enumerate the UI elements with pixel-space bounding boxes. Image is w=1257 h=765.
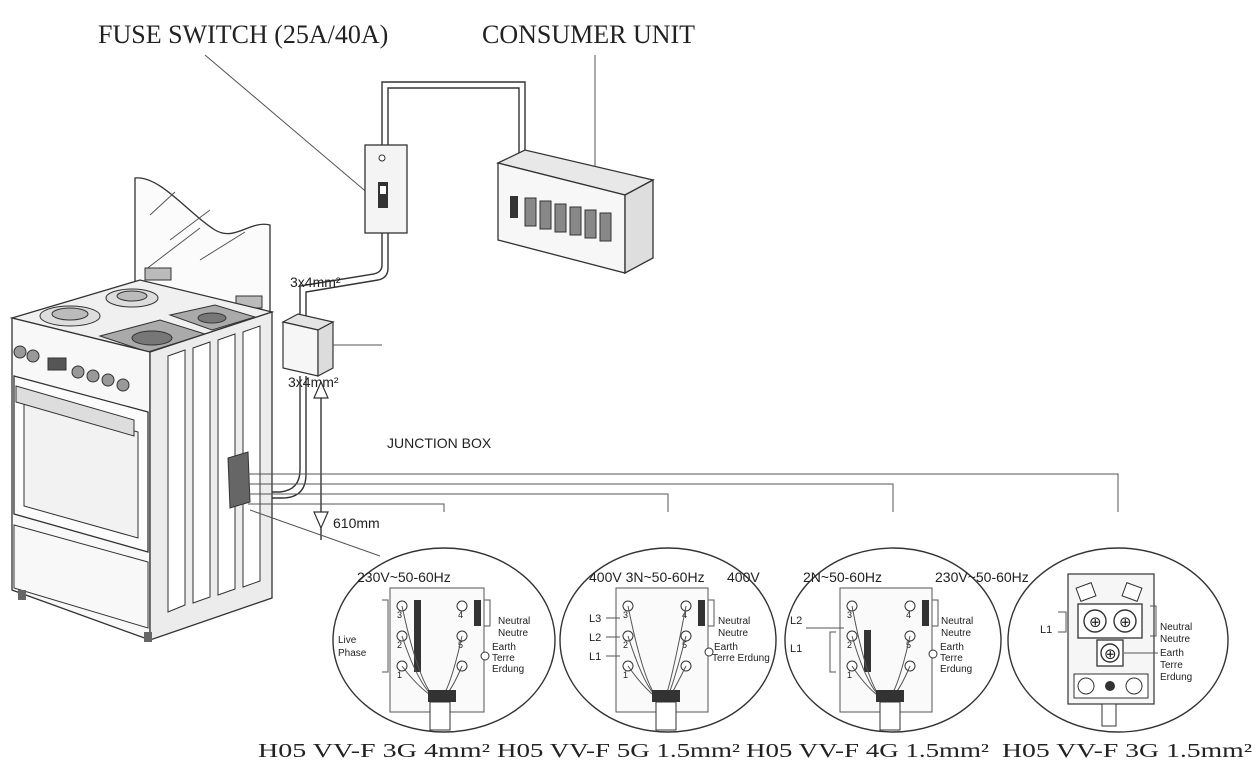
diagram-0-earth-1: Terre	[492, 653, 515, 664]
feed-lines	[248, 473, 1119, 557]
diagram-2-label-0: L2	[790, 615, 802, 627]
diagram-3-screw-2-icon: ⊕	[1119, 614, 1132, 631]
diagram-1-terminal-3: 3	[623, 610, 628, 620]
diagram-2-terminal-3: 3	[847, 610, 852, 620]
cable-fuse-to-junction	[299, 233, 383, 320]
terminal-diagram-block: ⊕ ⊕ ⊕ L1 Neutral Neutre Earth Terre Erdu…	[1007, 547, 1229, 733]
diagram-3-label-0: L1	[1040, 624, 1052, 636]
diagram-2-terminal-2: 2	[847, 640, 852, 650]
diagram-2-voltage-left: 2N~50-60Hz	[803, 569, 882, 585]
fuse-switch-box	[364, 144, 408, 234]
junction-box	[281, 313, 382, 377]
diagram-1-label-1: L2	[589, 632, 601, 644]
diagram-1-label-2: L1	[589, 651, 601, 663]
diagram-3-earth-screw-icon: ⊕	[1104, 646, 1117, 663]
diagram-1-neutral-0: Neutral	[718, 616, 750, 627]
consumer-unit-label: CONSUMER UNIT	[482, 20, 695, 49]
terminal-diagram-three-phase: 400V 3N~50-60Hz 400V 3 2 1 4 5 L3 L2 L1 …	[559, 547, 777, 733]
diagram-1-voltage-left: 400V 3N~50-60Hz	[589, 569, 705, 585]
cable-size-top: 3x4mm²	[290, 274, 341, 290]
cable-label-3: H05 VV-F 3G 1.5mm²	[1002, 740, 1252, 762]
diagram-0-terminal-4: 4	[458, 610, 463, 620]
diagram-1-label-0: L3	[589, 613, 601, 625]
height-dimension	[313, 380, 329, 540]
diagram-0-terminal-1: 1	[397, 670, 402, 680]
fuse-switch-label: FUSE SWITCH (25A/40A)	[98, 20, 388, 49]
diagram-1-terminal-2: 2	[623, 640, 628, 650]
diagram-0-label-1: Phase	[338, 648, 367, 659]
terminal-diagram-single-phase: 230V~50-60Hz 3 2 1 4 5 Live Phase Neutra…	[332, 547, 556, 733]
cable-label-1: H05 VV-F 5G 1.5mm²	[497, 740, 740, 762]
diagram-3-neutral-1: Neutre	[1160, 634, 1190, 645]
diagram-1-neutral-1: Neutre	[718, 628, 748, 639]
diagram-3-screw-1-icon: ⊕	[1089, 614, 1102, 631]
cooker-illustration	[9, 177, 275, 642]
consumer-unit	[496, 149, 655, 275]
diagram-2-terminal-4: 4	[906, 610, 911, 620]
diagram-2-voltage-right: 230V~50-60Hz	[935, 569, 1029, 585]
junction-box-label: JUNCTION BOX	[387, 435, 492, 451]
diagram-2-neutral-1: Neutre	[941, 628, 971, 639]
diagram-0-earth-2: Erdung	[492, 664, 524, 675]
diagram-0-terminal-2: 2	[397, 640, 402, 650]
diagram-2-earth-0: Earth	[940, 642, 964, 653]
diagram-3-earth-0: Earth	[1160, 648, 1184, 659]
height-label: 610mm	[333, 515, 380, 531]
diagram-0-label-0: Live	[338, 635, 357, 646]
diagram-0-neutral-0: Neutral	[498, 616, 530, 627]
diagram-0-neutral-1: Neutre	[498, 628, 528, 639]
diagram-0-voltage: 230V~50-60Hz	[357, 569, 451, 585]
diagram-3-earth-2: Erdung	[1160, 672, 1192, 683]
diagram-2-earth-2: Erdung	[940, 664, 972, 675]
cable-to-consumer-unit	[381, 81, 526, 160]
diagram-0-terminal-3: 3	[397, 610, 402, 620]
diagram-2-terminal-1: 1	[847, 670, 852, 680]
diagram-0-earth-0: Earth	[492, 642, 516, 653]
fuse-switch-leader	[204, 54, 371, 196]
cable-junction-to-cooker	[250, 376, 301, 493]
diagram-2-neutral-0: Neutral	[941, 616, 973, 627]
diagram-3-earth-1: Terre	[1160, 660, 1183, 671]
terminal-diagram-two-phase: 2N~50-60Hz 230V~50-60Hz 3 2 1 4 5 L2 L1 …	[784, 547, 1029, 733]
cable-size-mid: 3x4mm²	[288, 374, 339, 390]
diagram-2-label-1: L1	[790, 643, 802, 655]
diagram-1-terminal-5: 5	[682, 640, 687, 650]
diagram-1-voltage-right: 400V	[727, 569, 760, 585]
diagram-1-terminal-1: 1	[623, 670, 628, 680]
diagram-2-earth-1: Terre	[940, 653, 963, 664]
diagram-0-terminal-5: 5	[458, 640, 463, 650]
cable-label-0: H05 VV-F 3G 4mm²	[258, 740, 490, 762]
diagram-1-earth-0: Earth	[714, 642, 738, 653]
diagram-2-terminal-5: 5	[906, 640, 911, 650]
diagram-3-neutral-0: Neutral	[1160, 622, 1192, 633]
cable-label-2: H05 VV-F 4G 1.5mm²	[746, 740, 989, 762]
diagram-1-earth-1: Terre Erdung	[712, 653, 770, 664]
